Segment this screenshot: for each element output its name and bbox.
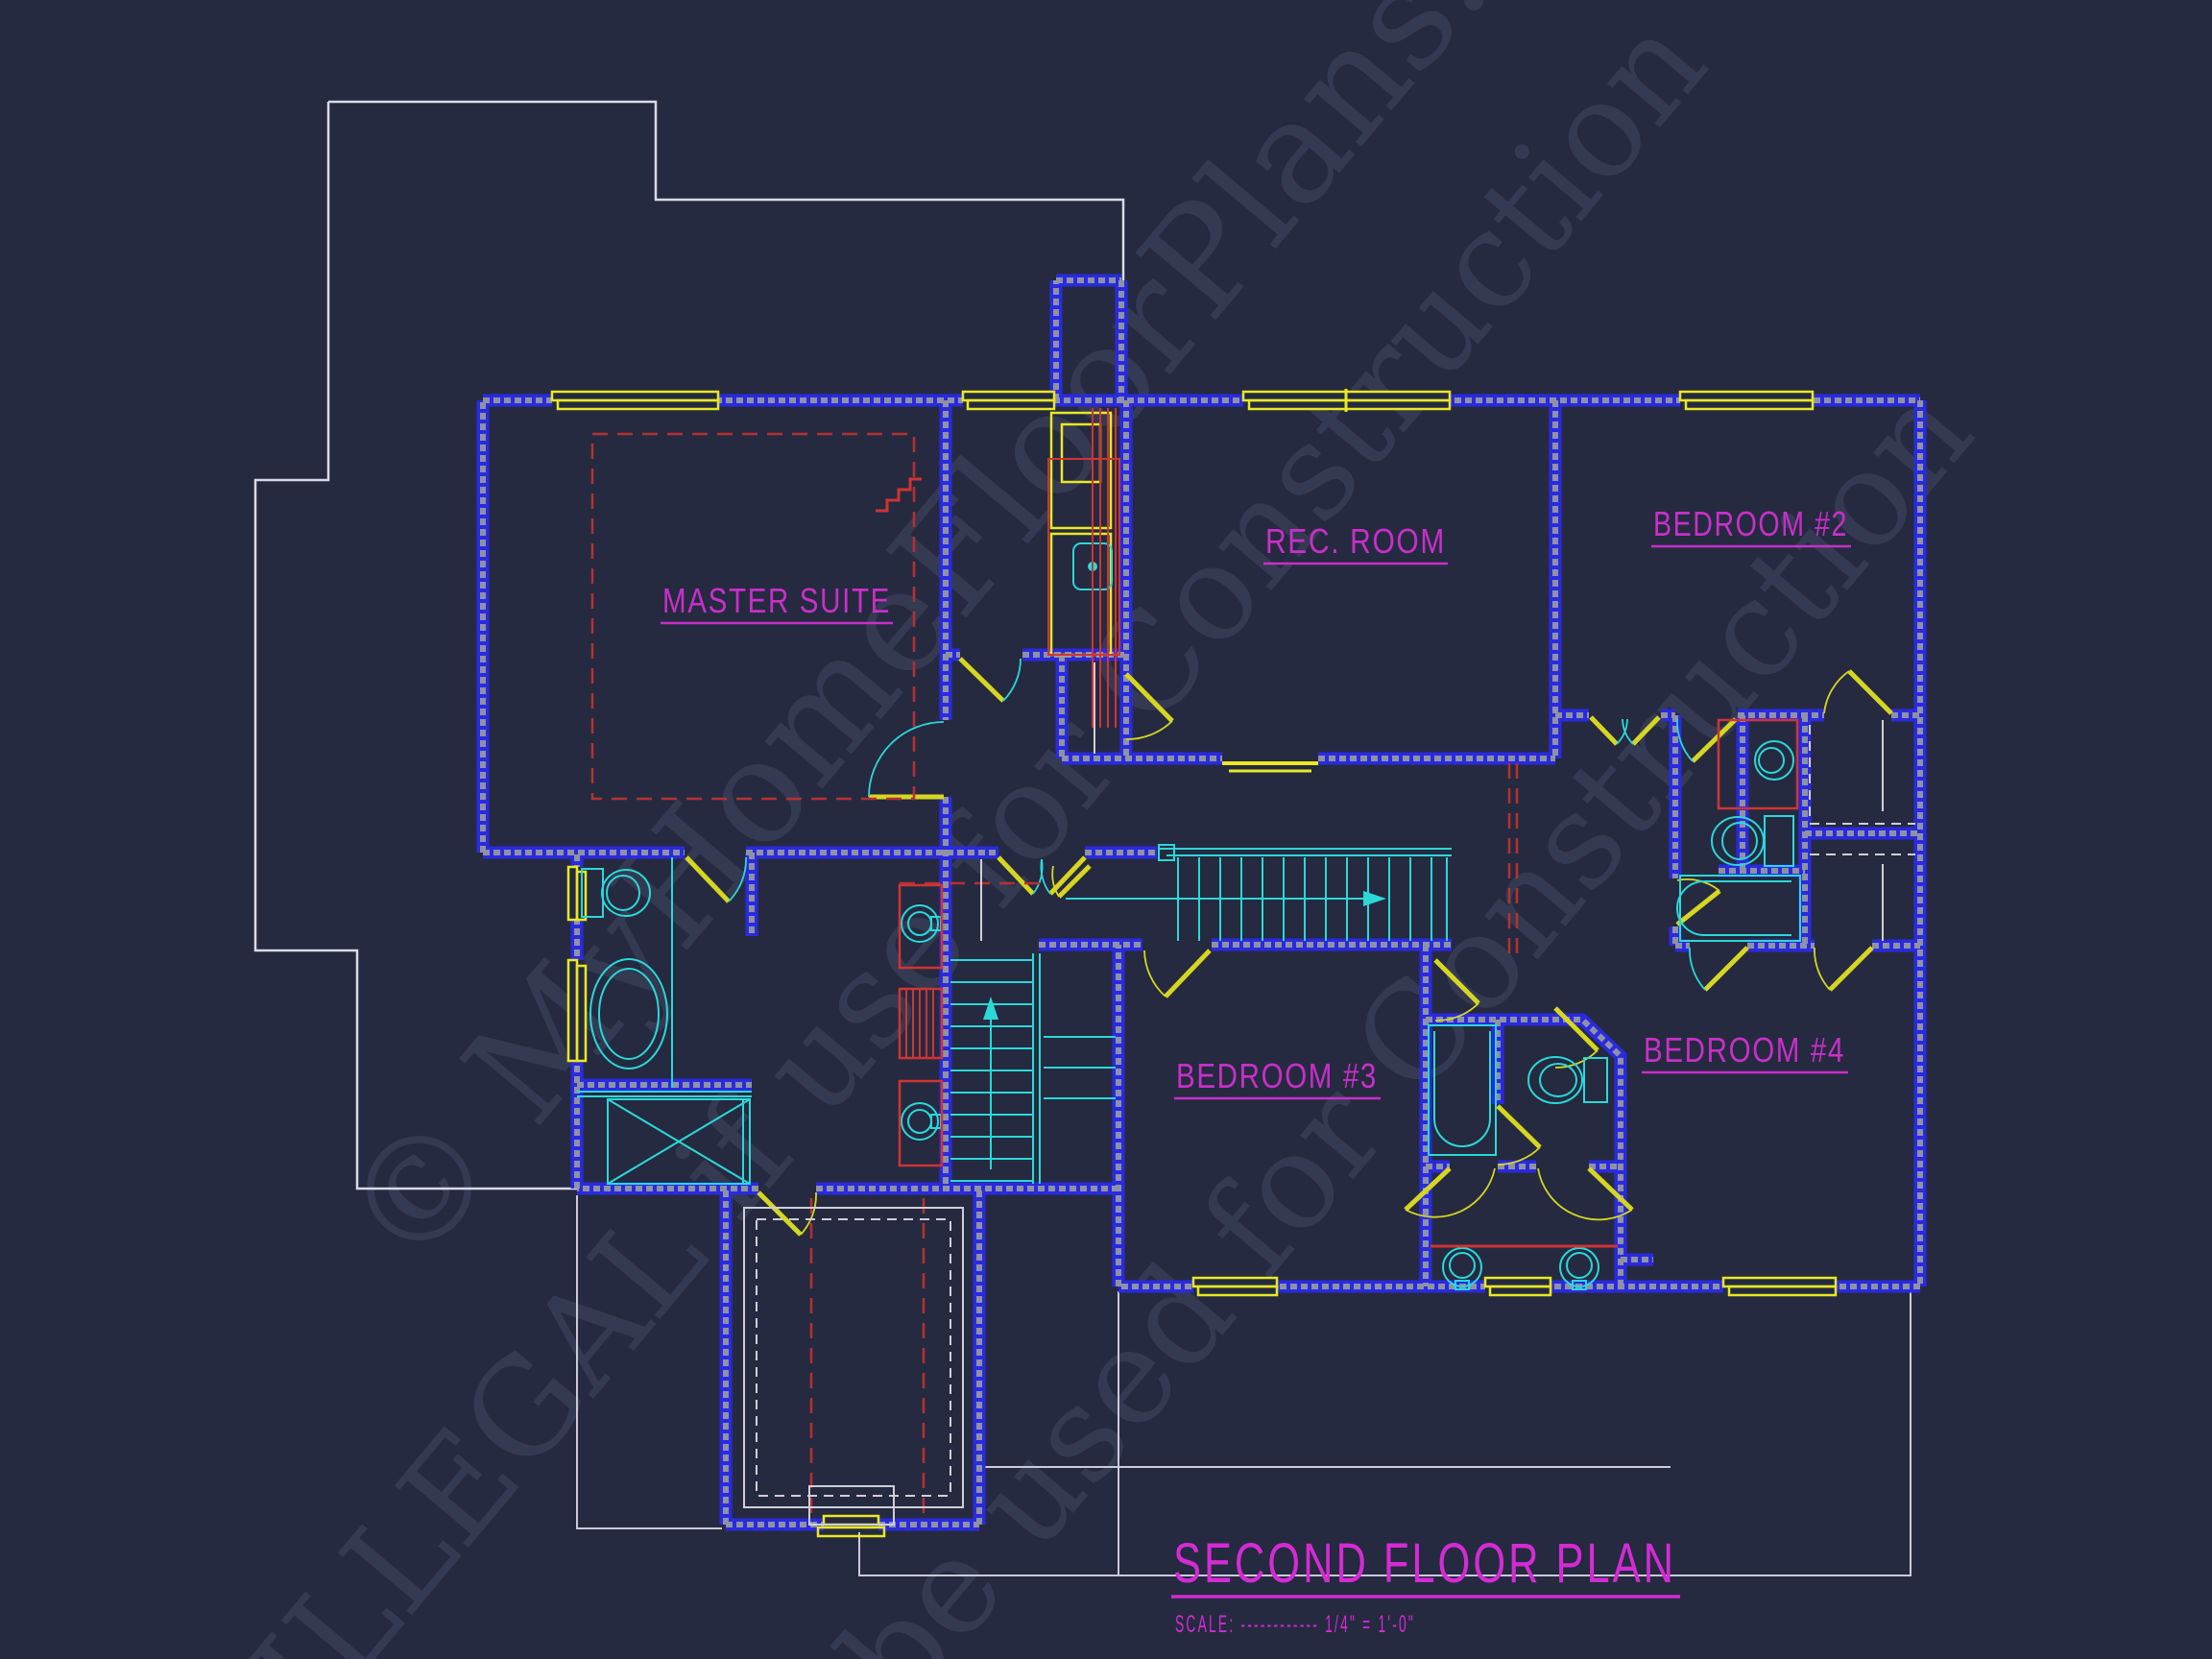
toilet-icon-bath2 (1711, 815, 1794, 867)
window-master-bath-1 (566, 865, 588, 922)
bedroom3-label: BEDROOM #3 (1176, 1056, 1378, 1095)
window-rec-room (1241, 389, 1452, 412)
stair-direction-arrow (1363, 891, 1386, 906)
door-bath3-wc (1496, 1104, 1542, 1166)
door-bedroom2-double (1589, 715, 1661, 746)
door-bath3-from-bedroom3 (1404, 1166, 1496, 1218)
staircase-up-icon (1066, 844, 1452, 941)
fixtures (577, 411, 1801, 1290)
sink-icon-master-1 (901, 904, 942, 943)
toilet-icon-bath3 (1527, 1056, 1608, 1104)
door-bath2-tub (1675, 878, 1721, 926)
staircase-down-icon (950, 953, 1116, 1184)
door-bath3-from-bedroom4 (1537, 1166, 1634, 1221)
door-master-double (997, 855, 1087, 896)
sink-icon-master-2 (901, 1102, 942, 1141)
window-bedroom3 (1191, 1276, 1279, 1297)
porch-outline-left (576, 1195, 722, 1529)
sink-icon-bath2 (1754, 740, 1794, 781)
cased-opening-sill (1222, 761, 1318, 773)
door-bedroom3 (1143, 949, 1212, 998)
vanity-counter-bath2 (1717, 718, 1799, 810)
window-laundry (961, 390, 1056, 411)
room-labels: MASTER SUITE REC. ROOM BEDROOM #2 BEDROO… (661, 504, 1851, 1100)
window-bath3 (1483, 1276, 1552, 1297)
bedroom2-label: BEDROOM #2 (1653, 504, 1848, 543)
bathtub-icon-bath3 (1428, 1024, 1497, 1156)
plumbing-lines (1047, 408, 1120, 728)
bonus-kneewall (743, 1207, 964, 1526)
master-suite-label: MASTER SUITE (662, 581, 891, 620)
red-accents (590, 408, 1799, 1520)
windows (550, 389, 1838, 1538)
door-master-entry (868, 721, 945, 800)
window-master-1 (550, 390, 720, 411)
door-bath2-to-bedroom4 (1689, 946, 1749, 992)
window-bedroom2 (1678, 390, 1815, 411)
stair2-direction-arrow (983, 997, 998, 1020)
window-bedroom4 (1721, 1276, 1838, 1297)
door-master-bath (685, 855, 747, 903)
window-master-bath-2 (566, 958, 588, 1063)
doors (685, 657, 1893, 1237)
watermark: © MyHomeFloorPlans.com ILLEGAL if use fo… (223, 0, 2002, 1659)
door-laundry (958, 657, 1022, 703)
title-block: SECOND FLOOR PLAN SCALE: ------------ 1/… (1171, 1532, 1680, 1638)
sink-icon-bath3-1 (1442, 1247, 1482, 1290)
door-bedroom4-entry (1553, 1006, 1599, 1069)
roof-outline (253, 100, 1911, 1576)
toilet-icon (581, 868, 651, 918)
bathtub-oval-icon (589, 958, 668, 1070)
roofline-upper (328, 100, 1125, 394)
sink-icon-bath3-2 (1559, 1247, 1599, 1290)
bathtub-icon-bath2 (1676, 875, 1801, 942)
tray-ceiling-dashed (590, 432, 916, 801)
door-bath2-vanity (1676, 717, 1738, 763)
roofline-left (253, 102, 577, 1190)
corridor-ceiling-dashed (1507, 763, 1519, 955)
door-stair-hall (1051, 864, 1092, 899)
rec-room-label: REC. ROOM (1265, 521, 1446, 561)
door-bonus-room (757, 1190, 817, 1237)
bedroom4-label: BEDROOM #4 (1644, 1030, 1845, 1070)
door-hall-closet (1124, 672, 1174, 740)
window-bonus (816, 1514, 886, 1538)
closet-lines (743, 662, 1915, 1526)
vanity-counter-master (898, 883, 944, 1167)
door-corridor (1433, 958, 1480, 1022)
door-bedroom2-closet (1823, 669, 1893, 715)
porch-outline-bottom (858, 1291, 1911, 1576)
door-bedroom4-closet (1814, 946, 1874, 992)
scale-label: SCALE: ------------ 1/4" = 1'-0" (1175, 1611, 1415, 1638)
shower-icon (607, 1098, 751, 1185)
sheet-title: SECOND FLOOR PLAN (1173, 1532, 1676, 1595)
ceiling-step-symbol (876, 477, 922, 513)
